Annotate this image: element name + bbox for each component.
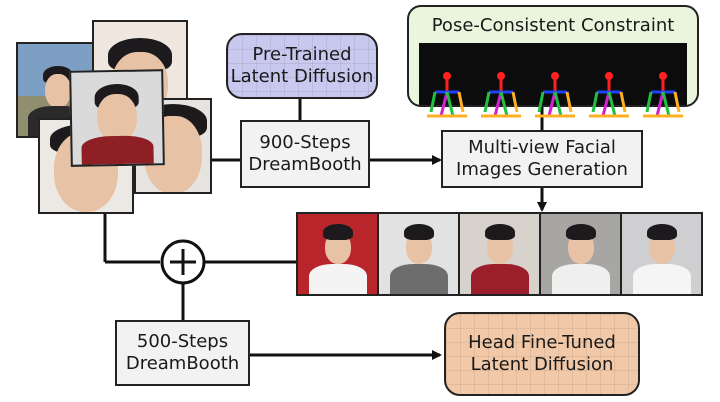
- generated-image-window: [620, 214, 701, 294]
- dreambooth-500-steps-node: 500-Steps DreamBooth: [115, 320, 250, 386]
- pose-constraint-title: Pose-Consistent Constraint: [431, 15, 675, 36]
- generated-images-strip: [296, 212, 703, 296]
- input-photo-tilted: [69, 69, 165, 167]
- generated-image-hand-on-face: [539, 214, 620, 294]
- pose-skeleton-2: [481, 71, 521, 117]
- pose-skeleton-strip: [419, 43, 687, 117]
- generated-image-suit: [377, 214, 458, 294]
- multiview-generation-node: Multi-view Facial Images Generation: [441, 130, 643, 188]
- pose-skeleton-icon: [427, 71, 683, 117]
- circle-plus-icon: [160, 239, 206, 285]
- pose-skeleton-1: [427, 71, 467, 117]
- dreambooth-900-steps-node: 900-Steps DreamBooth: [240, 120, 370, 188]
- pose-consistent-constraint-node: Pose-Consistent Constraint: [407, 5, 699, 117]
- pose-skeleton-3: [535, 71, 575, 117]
- pose-skeleton-5: [643, 71, 683, 117]
- head-finetuned-latent-diffusion-node: Head Fine-Tuned Latent Diffusion: [444, 312, 640, 396]
- pose-skeleton-4: [589, 71, 629, 117]
- generated-image-red-background: [298, 214, 377, 294]
- generated-image-closeup: [458, 214, 539, 294]
- pretrained-latent-diffusion-node: Pre-Trained Latent Diffusion: [226, 33, 378, 99]
